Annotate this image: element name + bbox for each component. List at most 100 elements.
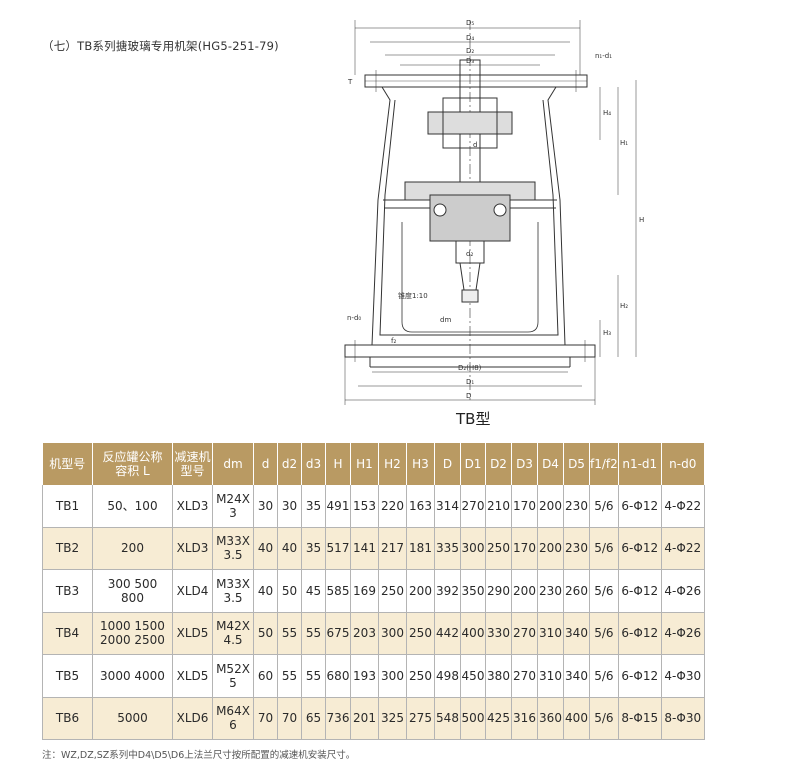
page-title: （七）TB系列搪玻璃专用机架(HG5-251-79) (42, 39, 279, 53)
table-cell: 300 (378, 612, 407, 655)
cell-line: 5 (229, 675, 237, 690)
table-cell: XLD5 (172, 612, 213, 655)
table-cell: 400 (563, 697, 590, 740)
cell-line: 350 (461, 583, 485, 598)
column-header: n1-d1 (618, 443, 662, 485)
cell-line: 4-Φ26 (664, 583, 702, 598)
cell-line: 容积 L (115, 464, 150, 478)
table-cell: 181 (406, 527, 435, 570)
column-header: D2 (485, 443, 512, 485)
cell-line: d (261, 457, 270, 471)
table-cell: 230 (563, 485, 590, 528)
cell-line: 250 (381, 583, 404, 598)
cell-line: 300 (381, 668, 404, 683)
cell-line: 736 (326, 711, 350, 726)
label-D5: D₅ (466, 19, 474, 27)
cell-line: f1/f2 (590, 457, 618, 471)
cell-line: 450 (461, 668, 485, 683)
table-cell: 70 (277, 697, 302, 740)
cell-line: 200 (539, 498, 562, 513)
label-d: d (473, 141, 477, 149)
cell-line: 6-Φ12 (621, 626, 659, 641)
table-cell: 498 (434, 654, 461, 698)
cell-line: TB4 (55, 626, 80, 641)
label-taper: 锥度1:10 (398, 291, 428, 300)
table-cell: 230 (563, 527, 590, 570)
label-H2: H₂ (620, 302, 628, 310)
table-cell: 250 (485, 527, 512, 570)
cell-line: 65 (305, 711, 322, 726)
table-cell: 200 (406, 569, 435, 613)
cell-line: 55 (281, 626, 298, 641)
cell-line: 310 (539, 626, 562, 641)
cell-line: H2 (384, 457, 401, 471)
cell-line: 340 (565, 668, 588, 683)
cell-line: 5/6 (594, 668, 614, 683)
table-cell: 270 (511, 612, 538, 655)
table-cell: 40 (253, 527, 278, 570)
table-cell: 491 (325, 485, 351, 528)
cell-line: 5/6 (594, 626, 614, 641)
cell-line: XLD6 (176, 711, 209, 726)
table-cell: 340 (563, 654, 590, 698)
cell-line: 70 (281, 711, 298, 726)
table-cell: XLD5 (172, 654, 213, 698)
column-header: D3 (511, 443, 538, 485)
cell-line: 300 (461, 541, 485, 556)
label-H1: H₁ (620, 139, 628, 147)
cell-line: 230 (539, 583, 562, 598)
table-cell: 55 (301, 612, 326, 655)
table-cell: 45 (301, 569, 326, 613)
cell-line: 270 (513, 626, 536, 641)
cell-line: 400 (565, 711, 588, 726)
cell-line: XLD5 (176, 626, 209, 641)
drawing-caption: TB型 (456, 410, 491, 428)
column-header: H2 (378, 443, 407, 485)
table-cell: 675 (325, 612, 351, 655)
cell-line: 517 (326, 541, 350, 556)
cell-line: 675 (326, 626, 350, 641)
table-cell: 314 (434, 485, 461, 528)
label-D4: D₄ (466, 34, 474, 42)
table-cell: 400 (460, 612, 486, 655)
table-cell: XLD3 (172, 527, 213, 570)
cell-line: 6-Φ12 (621, 583, 659, 598)
table-cell: 200 (92, 527, 173, 570)
table-cell: 5000 (92, 697, 173, 740)
cell-line: 6-Φ12 (621, 541, 659, 556)
cell-line: TB1 (55, 498, 80, 513)
cell-line: 50 (257, 626, 274, 641)
table-cell: 548 (434, 697, 461, 740)
cell-line: 141 (353, 541, 376, 556)
column-header: 减速机型号 (172, 443, 213, 485)
table-cell: 4-Φ30 (661, 654, 705, 698)
table-cell: 300 (378, 654, 407, 698)
table-cell: 442 (434, 612, 461, 655)
cell-line: 585 (326, 583, 350, 598)
table-cell: 163 (406, 485, 435, 528)
label-n-d0: n-d₀ (347, 314, 361, 322)
table-cell: 65 (301, 697, 326, 740)
cell-line: 40 (257, 541, 274, 556)
cell-line: n1-d1 (622, 457, 658, 471)
table-cell: 270 (460, 485, 486, 528)
cell-line: 300 (381, 626, 404, 641)
table-cell: 60 (253, 654, 278, 698)
column-header: dm (212, 443, 254, 485)
table-cell: 335 (434, 527, 461, 570)
cell-line: 8-Φ15 (621, 711, 659, 726)
column-header: D5 (563, 443, 590, 485)
table-cell: 425 (485, 697, 512, 740)
cell-line: 5/6 (594, 498, 614, 513)
cell-line: 330 (487, 626, 510, 641)
column-header: 反应罐公称容积 L (92, 443, 173, 485)
cell-line: 250 (409, 668, 432, 683)
cell-line: D1 (464, 457, 482, 471)
table-cell: XLD4 (172, 569, 213, 613)
table-cell: 8-Φ15 (618, 697, 662, 740)
cell-line: 50、100 (107, 498, 158, 513)
label-D3: D₃ (466, 57, 474, 65)
